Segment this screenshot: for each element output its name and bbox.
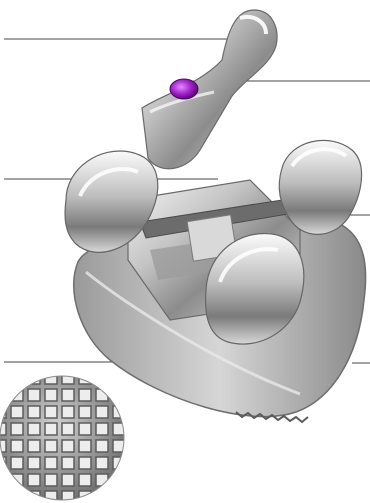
mesh-cell [0,474,6,486]
mesh-cell [28,406,40,418]
mesh-cell [11,491,23,503]
mesh-cell [79,389,91,401]
mesh-cell [79,440,91,452]
mesh-cell [96,440,108,452]
mesh-cell [45,389,57,401]
tie-wing-upper-right [279,140,361,234]
mesh-cell [11,457,23,469]
mesh-cell [62,440,74,452]
mesh-cell [79,423,91,435]
mesh-cell [62,423,74,435]
mesh-cell [11,423,23,435]
color-marker-dot [170,79,198,99]
mesh-cell [28,457,40,469]
mesh-cell [79,457,91,469]
mesh-cell [113,474,125,486]
mesh-cell [62,372,74,384]
mesh-cell [28,423,40,435]
mesh-cell [45,491,57,503]
mesh-cell [11,440,23,452]
mesh-cell [96,423,108,435]
mesh-cell [62,457,74,469]
mesh-cell [96,474,108,486]
mesh-cell [96,457,108,469]
mesh-cell [79,474,91,486]
mesh-cell [45,457,57,469]
mesh-cell [62,474,74,486]
mesh-cell [113,389,125,401]
mesh-cell [28,474,40,486]
mesh-cell [45,474,57,486]
mesh-cell [113,406,125,418]
mesh-cell [45,406,57,418]
mesh-cell [96,406,108,418]
mesh-cell [28,440,40,452]
mesh-cell [0,372,6,384]
mesh-cell [0,491,6,503]
mesh-cell [79,406,91,418]
mesh-cell [113,372,125,384]
bracket-hook [142,10,277,169]
mesh-cell [62,491,74,503]
mesh-cell [45,440,57,452]
mesh-cell [96,372,108,384]
mesh-cell [96,491,108,503]
mesh-inset [0,372,125,503]
mesh-cell [0,406,6,418]
mesh-cell [11,372,23,384]
mesh-cell [11,406,23,418]
mesh-cell [62,389,74,401]
mesh-cell [45,423,57,435]
mesh-cell [28,389,40,401]
mesh-cell [0,389,6,401]
mesh-cell [113,491,125,503]
mesh-cell [62,406,74,418]
